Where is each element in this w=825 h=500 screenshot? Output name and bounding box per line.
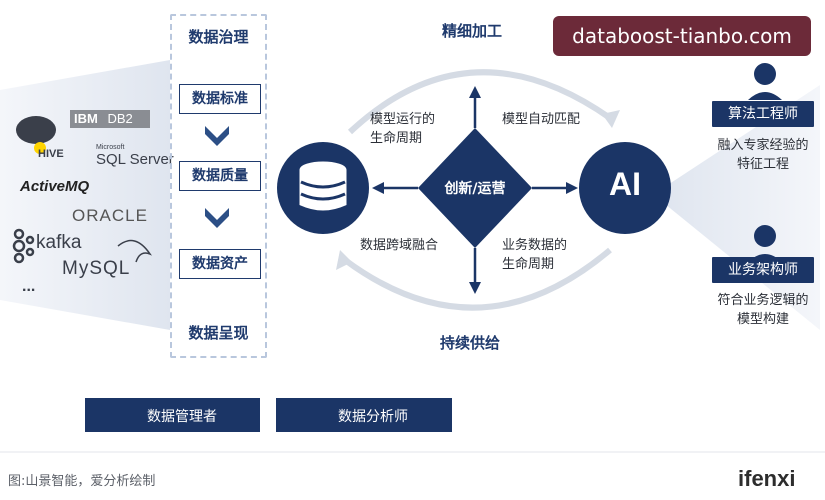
kafka-logo: kafka bbox=[36, 232, 81, 254]
sqlserver-text: SQL Server bbox=[96, 151, 174, 168]
governance-dashed-box bbox=[170, 14, 267, 358]
arrow-up bbox=[469, 86, 481, 98]
cycle-arc-bottom bbox=[343, 247, 612, 311]
chevron-down-icon bbox=[205, 126, 229, 146]
center-label: 创新/运营 bbox=[444, 181, 506, 197]
governance-title: 数据治理 bbox=[188, 28, 249, 46]
kafka-text: kafka bbox=[36, 232, 82, 253]
ellipsis-text: ... bbox=[22, 278, 36, 295]
cycle-label-top-left: 模型运行的 生命周期 bbox=[370, 110, 435, 148]
oracle-logo: ORACLE bbox=[72, 206, 148, 226]
arrow-left bbox=[372, 182, 384, 194]
mysql-text: MySQL bbox=[62, 258, 131, 279]
chevron-down-icon bbox=[205, 208, 229, 228]
cycle-label-top-right: 模型自动匹配 bbox=[502, 112, 581, 127]
hive-logo: HIVE bbox=[38, 148, 64, 160]
cycle-arrowhead-top bbox=[602, 110, 620, 128]
stage-data-assets: 数据资产 bbox=[179, 249, 261, 279]
cycle-label-bottom-left: 数据跨域融合 bbox=[360, 238, 439, 253]
hive-text: HIVE bbox=[38, 148, 64, 160]
ai-label: AI bbox=[609, 166, 641, 202]
ibm-text: IBM bbox=[74, 111, 98, 126]
ai-node bbox=[579, 142, 671, 234]
kafka-logo-icon bbox=[12, 228, 35, 264]
bottom-role-data-analyst-label: 数据分析师 bbox=[338, 409, 408, 425]
watermark-badge: databoost-tianbo.com bbox=[553, 16, 811, 56]
role-algorithm-desc-line1: 融入专家经验的 bbox=[717, 138, 809, 153]
cycle-label-bottom-right: 业务数据的 生命周期 bbox=[502, 236, 567, 274]
ibm-logo: IBM DB2 bbox=[70, 110, 150, 128]
role-algorithm-desc-line2: 特征工程 bbox=[736, 157, 789, 172]
bottom-role-data-analyst: 数据分析师 bbox=[276, 398, 452, 432]
bottom-role-data-manager: 数据管理者 bbox=[85, 398, 260, 432]
db2-text: DB2 bbox=[107, 111, 133, 126]
mysql-logo: MySQL bbox=[62, 258, 130, 280]
cycle-arc-top bbox=[347, 69, 612, 135]
hive-logo-icon bbox=[16, 116, 56, 154]
cycle-arrowhead-bottom bbox=[336, 250, 352, 270]
cycle-label-br-line2: 生命周期 bbox=[502, 257, 555, 272]
role-algorithm-engineer: 算法工程师 bbox=[712, 101, 814, 127]
cycle-top-label: 精细加工 bbox=[442, 22, 503, 40]
cycle-bottom-label: 持续供给 bbox=[440, 334, 501, 352]
role-business-desc-line1: 符合业务逻辑的 bbox=[717, 293, 809, 308]
role-business-desc: 符合业务逻辑的 模型构建 bbox=[696, 291, 825, 329]
arrow-down bbox=[469, 282, 481, 294]
microsoft-text: Microsoft bbox=[96, 144, 125, 151]
stage-data-quality: 数据质量 bbox=[179, 161, 261, 191]
activemq-logo: ActiveMQ bbox=[20, 178, 89, 195]
cycle-label-br-line1: 业务数据的 bbox=[502, 238, 568, 253]
more-sources-ellipsis: ... bbox=[22, 278, 35, 296]
role-algorithm-desc: 融入专家经验的 特征工程 bbox=[696, 136, 825, 174]
stage-data-standard: 数据标准 bbox=[179, 84, 261, 114]
footer-brand: ifenxi bbox=[738, 466, 796, 491]
cycle-label-tl-line2: 生命周期 bbox=[370, 131, 423, 146]
activemq-text: ActiveMQ bbox=[20, 178, 90, 195]
role-business-desc-line2: 模型构建 bbox=[736, 312, 789, 327]
sqlserver-logo: Microsoft SQL Server bbox=[96, 144, 174, 168]
role-business-architect: 业务架构师 bbox=[712, 257, 814, 283]
mysql-logo-icon bbox=[117, 239, 153, 263]
oracle-text: ORACLE bbox=[72, 206, 148, 225]
center-diamond bbox=[418, 128, 532, 248]
database-icon bbox=[299, 161, 347, 211]
cycle-label-tl-line1: 模型运行的 bbox=[370, 112, 436, 127]
person-icon bbox=[748, 63, 782, 100]
bottom-role-data-manager-label: 数据管理者 bbox=[147, 409, 217, 425]
arrow-right bbox=[566, 182, 578, 194]
governance-bottom-title: 数据呈现 bbox=[188, 324, 249, 342]
footer-caption: 图:山景智能，爱分析绘制 bbox=[8, 474, 156, 489]
